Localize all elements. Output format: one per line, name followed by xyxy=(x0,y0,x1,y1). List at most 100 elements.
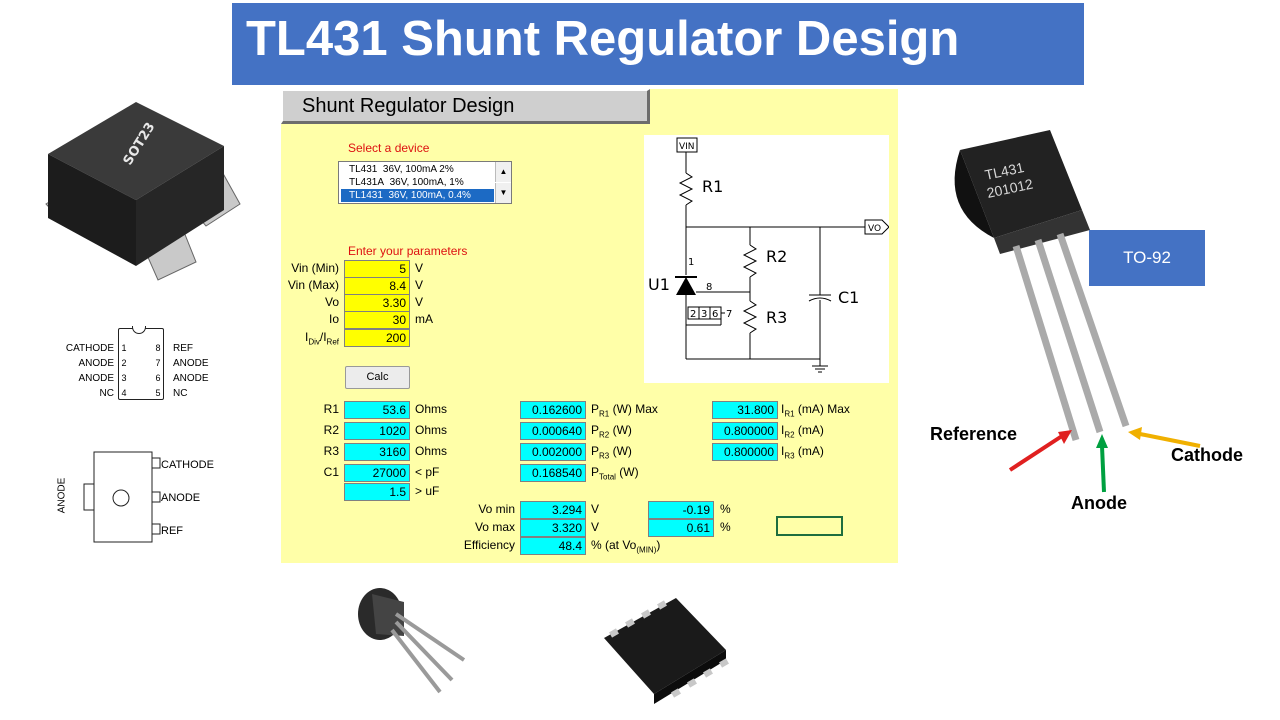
scroll-up-arrow-icon[interactable]: ▲ xyxy=(495,162,511,182)
schem-vin: VIN xyxy=(679,142,695,152)
unit-efficiency: % (at Vo(MIN)) xyxy=(591,538,661,555)
value-ir3: 0.800000 xyxy=(712,443,778,461)
sheet-title: Shunt Regulator Design xyxy=(281,89,650,124)
label-efficiency: Efficiency xyxy=(463,538,515,552)
value-r1: 53.6 xyxy=(344,401,410,419)
soic-left-pin-1: CATHODE xyxy=(65,343,114,354)
soic-num-5: 5 xyxy=(155,388,161,398)
schem-pin8: 8 xyxy=(706,282,712,293)
unit-c1-pf: < pF xyxy=(415,465,440,479)
to92-small-image xyxy=(358,588,466,694)
value-ptotal: 0.168540 xyxy=(520,464,586,482)
to92-package-image: TL431 201012 xyxy=(954,130,1130,442)
value-r3: 3160 xyxy=(344,443,410,461)
soic-right-pin-5: NC xyxy=(173,388,188,399)
value-pr3: 0.002000 xyxy=(520,443,586,461)
value-vo-min: 3.294 xyxy=(520,501,586,519)
param-label-idiv-iref: IDiv/IRef xyxy=(304,330,339,347)
unit-r3: Ohms xyxy=(415,444,448,458)
calc-button[interactable]: Calc xyxy=(345,366,410,389)
value-ir2: 0.800000 xyxy=(712,422,778,440)
param-label-vin-max: Vin (Max) xyxy=(287,278,339,292)
label-pr1: PR1 (W) Max xyxy=(591,402,658,419)
device-option-tl431[interactable]: TL431 36V, 100mA 2% xyxy=(349,164,454,175)
param-label-vin-min: Vin (Min) xyxy=(291,261,339,275)
unit-vo-max-pct: % xyxy=(720,520,731,534)
unit-r2: Ohms xyxy=(415,423,448,437)
schem-pin6: 6 xyxy=(712,309,718,320)
schem-r1: R1 xyxy=(702,177,723,196)
scroll-down-arrow-icon[interactable]: ▼ xyxy=(495,183,511,203)
enter-params-prompt: Enter your parameters xyxy=(348,244,468,258)
label-pr3: PR3 (W) xyxy=(591,444,632,461)
schem-r2: R2 xyxy=(766,247,787,266)
device-option-tl431a[interactable]: TL431A 36V, 100mA, 1% xyxy=(349,177,464,188)
pin-label-cathode: Cathode xyxy=(1171,445,1243,465)
unit-io: mA xyxy=(415,312,433,326)
soic-num-6: 6 xyxy=(155,373,161,383)
pin-arrows xyxy=(1008,427,1201,493)
unit-c1-uf: > uF xyxy=(415,484,440,498)
unit-vin-min: V xyxy=(415,261,424,275)
value-ir1: 31.800 xyxy=(712,401,778,419)
schem-pin2: 2 xyxy=(690,309,696,320)
input-vin-min[interactable]: 5 xyxy=(344,260,410,278)
unit-vo: V xyxy=(415,295,424,309)
unit-vo-min-pct: % xyxy=(720,502,731,516)
circuit-schematic: VIN VO R1 R2 R3 C1 U1 1 8 2 3 6 7 xyxy=(644,135,889,383)
value-efficiency: 48.4 xyxy=(520,537,586,555)
schem-vo: VO xyxy=(868,224,881,234)
value-c1-uf: 1.5 xyxy=(344,483,410,501)
soic-num-3: 3 xyxy=(121,373,127,383)
comp-label-r1: R1 xyxy=(323,402,339,416)
unit-vo-min: V xyxy=(591,502,600,516)
sot23-package-image: SOT23 xyxy=(45,102,241,281)
value-c1-pf: 27000 xyxy=(344,464,410,482)
unit-vo-max: V xyxy=(591,520,600,534)
input-io[interactable]: 30 xyxy=(344,311,410,329)
soic-right-pin-7: ANODE xyxy=(173,358,209,369)
label-ir2: IR2 (mA) xyxy=(781,423,824,440)
soic-right-pin-8: REF xyxy=(173,343,193,354)
schem-pin7: 7 xyxy=(726,309,732,320)
unit-vin-max: V xyxy=(415,278,424,292)
label-ir1: IR1 (mA) Max xyxy=(781,402,850,419)
soic-left-pin-4: NC xyxy=(99,388,114,399)
soic8-pinout: CATHODE ANODE ANODE NC 1 2 3 4 8 7 6 5 R… xyxy=(52,326,222,402)
input-vo[interactable]: 3.30 xyxy=(344,294,410,312)
soic-num-4: 4 xyxy=(121,388,127,398)
schem-u1: U1 xyxy=(648,275,670,294)
spreadsheet-panel: Shunt Regulator Design Select a device T… xyxy=(281,89,898,563)
param-label-io: Io xyxy=(328,312,339,326)
unit-r1: Ohms xyxy=(415,402,448,416)
input-idiv-iref[interactable]: 200 xyxy=(344,329,410,347)
device-listbox[interactable]: TL431 36V, 100mA 2% TL431A 36V, 100mA, 1… xyxy=(338,161,512,204)
sot89-pin-anode: ANODE xyxy=(161,492,201,504)
label-vo-max: Vo max xyxy=(474,520,515,534)
soic-left-pin-3: ANODE xyxy=(78,373,114,384)
schem-pin1: 1 xyxy=(688,257,694,268)
to92-label: TO-92 xyxy=(1089,230,1205,286)
comp-label-r2: R2 xyxy=(323,423,339,437)
soic-num-1: 1 xyxy=(121,343,127,353)
sot89-side-label: ANODE xyxy=(56,477,68,514)
soic-num-7: 7 xyxy=(155,358,161,368)
device-option-tl1431[interactable]: TL1431 36V, 100mA, 0.4% xyxy=(341,189,494,202)
schem-c1: C1 xyxy=(838,288,859,307)
sot89-pin-cathode: CATHODE xyxy=(161,459,214,471)
comp-label-r3: R3 xyxy=(323,444,339,458)
sot89-pin-ref: REF xyxy=(161,525,183,537)
pin-label-reference: Reference xyxy=(930,424,1018,444)
value-vo-max-pct: 0.61 xyxy=(648,519,714,537)
label-pr2: PR2 (W) xyxy=(591,423,632,440)
label-ir3: IR3 (mA) xyxy=(781,444,824,461)
input-vin-max[interactable]: 8.4 xyxy=(344,277,410,295)
sot89-pinout: ANODE CATHODE ANODE REF xyxy=(56,448,230,548)
soic-left-pin-2: ANODE xyxy=(78,358,114,369)
selected-cell[interactable] xyxy=(776,516,843,536)
soic-right-pin-6: ANODE xyxy=(173,373,209,384)
banner-title: TL431 Shunt Regulator Design xyxy=(246,12,960,66)
value-r2: 1020 xyxy=(344,422,410,440)
soic-package-image xyxy=(604,598,729,704)
label-vo-min: Vo min xyxy=(478,502,515,516)
